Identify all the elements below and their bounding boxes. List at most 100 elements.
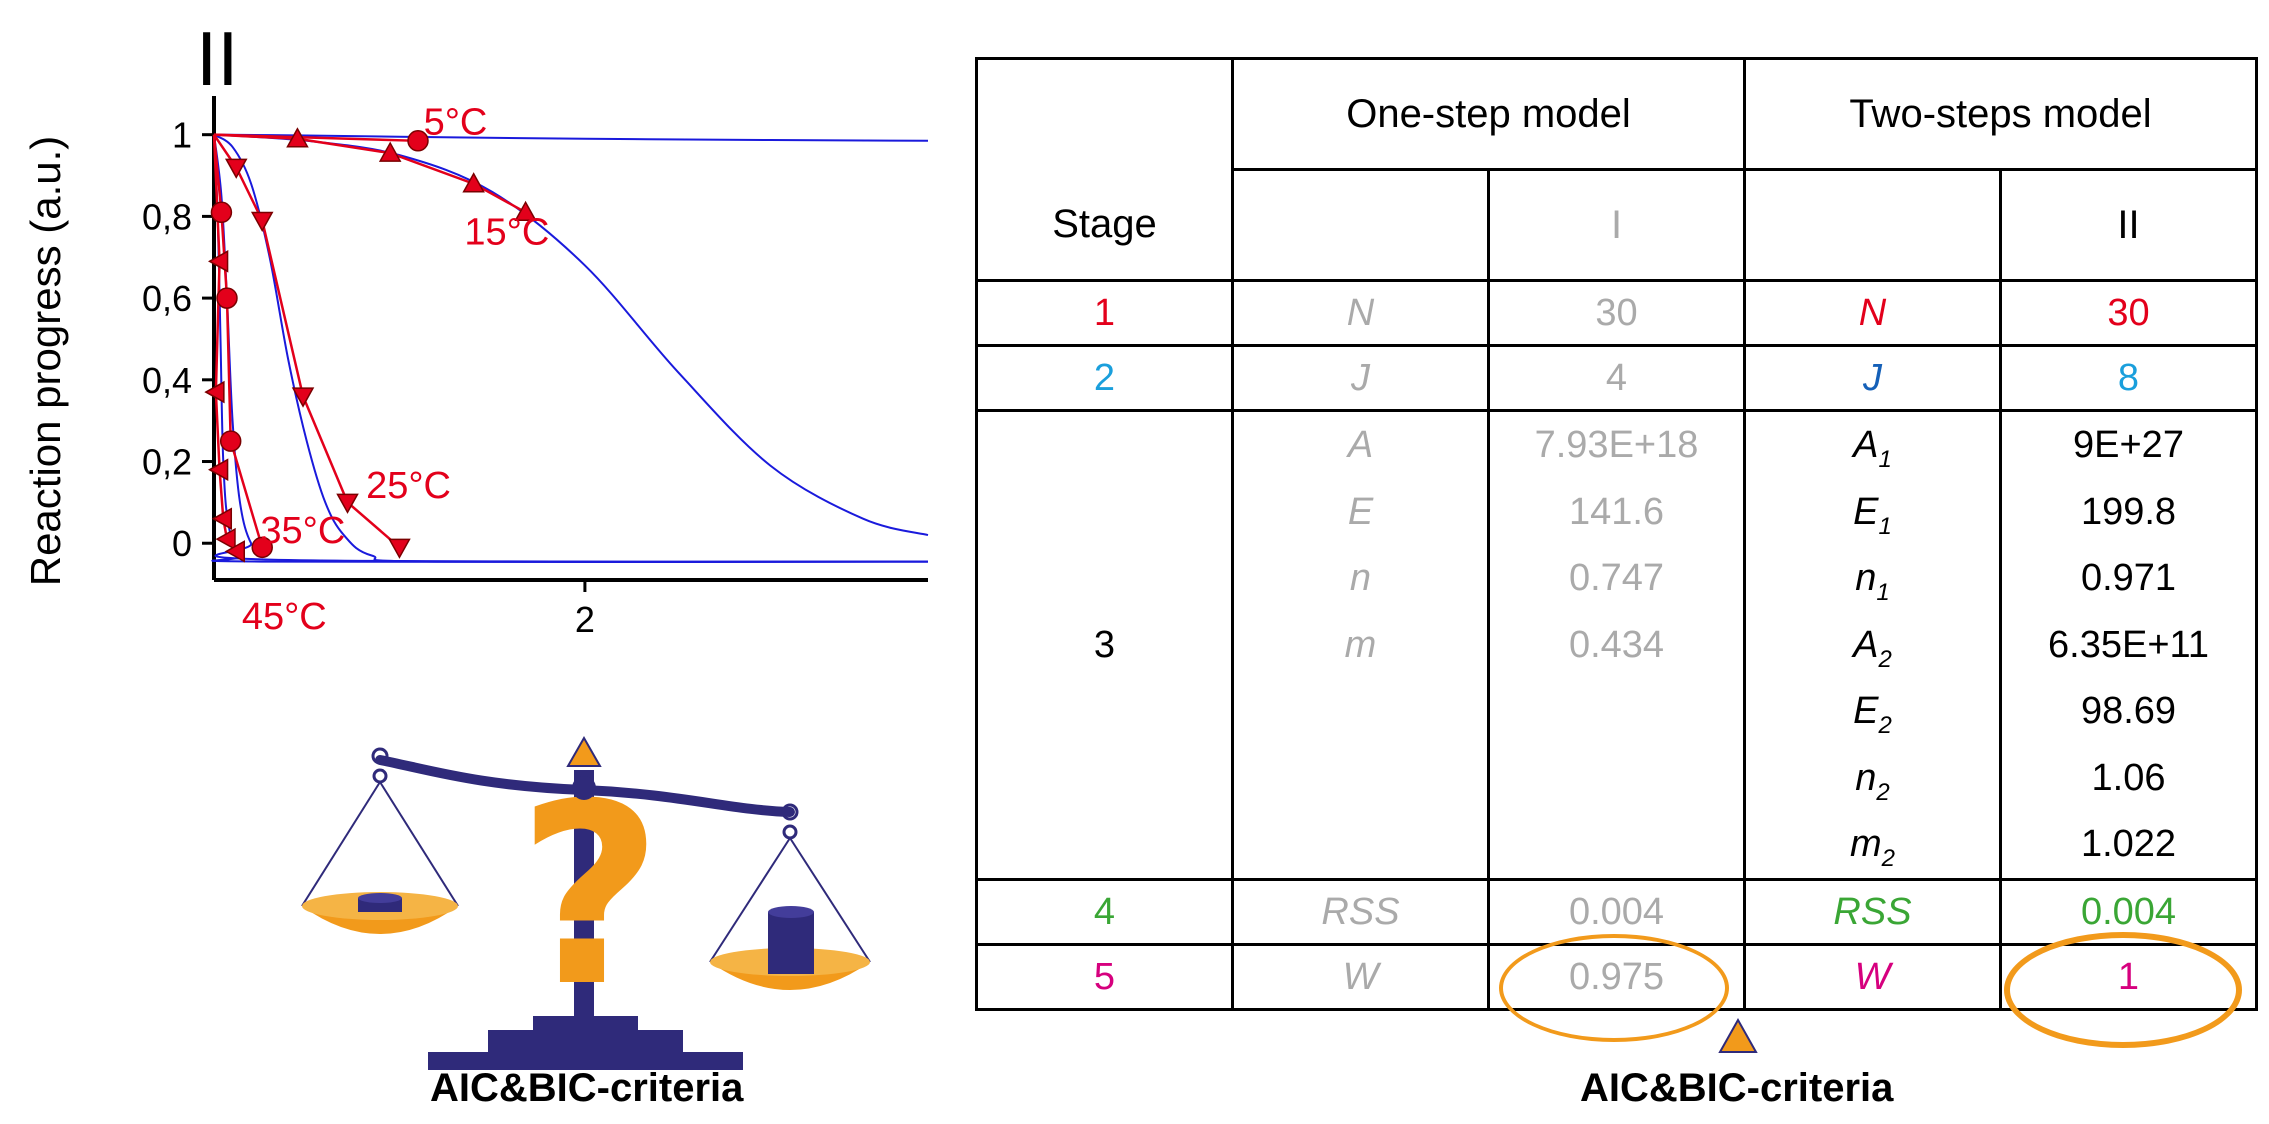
- data-point: [219, 430, 242, 452]
- y-tick-label: 0: [172, 523, 192, 564]
- data-point: [208, 250, 229, 273]
- y-tick-label: 0,2: [142, 442, 192, 483]
- y-tick-label: 0,8: [142, 196, 192, 237]
- two-steps-header: Two-steps model: [1743, 57, 2258, 171]
- value-cell: 30: [1999, 279, 2258, 347]
- data-point: [286, 127, 309, 148]
- data-point: [211, 507, 233, 530]
- data-point: [388, 538, 411, 559]
- value-item: 98.69: [2080, 690, 2177, 732]
- data-point: [291, 387, 315, 408]
- data-point: [224, 540, 246, 563]
- data-point: [208, 458, 229, 481]
- value-item: 141.6: [1568, 490, 1665, 533]
- param-item: A: [1347, 424, 1374, 466]
- data-point: [336, 493, 359, 514]
- param-cell: W: [1743, 943, 2002, 1011]
- fit-curve: [213, 133, 929, 537]
- x-tick-label: 2: [575, 599, 595, 640]
- value-cell: 8: [1999, 344, 2258, 412]
- table-row: 1 N 30 N 30: [975, 279, 2258, 347]
- highlight-ellipse-two-steps: [2004, 932, 2242, 1048]
- scale-pillar: [574, 770, 594, 1020]
- stage-label: Stage: [975, 169, 1234, 282]
- param-cell: N: [1743, 279, 2002, 347]
- scale-base-top: [533, 1016, 638, 1032]
- panel-label: II: [196, 18, 239, 102]
- one-step-header: One-step model: [1231, 57, 1746, 171]
- data-line: [213, 133, 527, 214]
- two-steps-values: 9E+27 199.8 0.971 6.35E+11 98.69 1.06 1.022: [1999, 409, 2258, 881]
- param-item: E2: [1853, 690, 1892, 739]
- param-item: n2: [1855, 756, 1890, 806]
- param-cell: RSS: [1231, 878, 1490, 946]
- balance-scale-illustration: ?: [301, 735, 871, 1070]
- param-cell: J: [1231, 344, 1490, 412]
- highlight-ellipse-one-step: [1499, 934, 1729, 1042]
- data-point: [462, 172, 485, 193]
- param-cell: N: [1231, 279, 1490, 347]
- data-point: [224, 158, 248, 179]
- stage-cell: 1: [975, 279, 1234, 347]
- data-point: [210, 201, 233, 224]
- value-item: 199.8: [2080, 490, 2177, 533]
- value-item: 0.971: [2080, 557, 2177, 599]
- value-cell: 0.004: [1487, 878, 1746, 946]
- series-label: 25°C: [366, 465, 451, 507]
- data-point: [251, 536, 273, 559]
- one-step-model-id: I: [1487, 168, 1746, 282]
- data-point: [204, 380, 225, 404]
- param-item: A1: [1853, 424, 1892, 473]
- fit-curve: [213, 133, 929, 142]
- value-item: 7.93E+18: [1534, 424, 1699, 466]
- data-point: [216, 287, 238, 309]
- series-label: 15°C: [464, 212, 549, 254]
- stage-cell: 2: [975, 344, 1234, 412]
- param-cell: J: [1743, 344, 2002, 412]
- value-cell: 30: [1487, 279, 1746, 347]
- param-item: n1: [1855, 557, 1890, 606]
- criteria-label-right: AIC&BIC-criteria: [1580, 1066, 1894, 1110]
- table-row: 2 J 4 J 8: [975, 344, 2258, 412]
- pointer-triangle-icon: [1718, 1017, 1758, 1053]
- beam-pivot: [572, 776, 596, 800]
- data-point: [407, 130, 429, 152]
- data-point: [378, 141, 402, 162]
- param-item: m2: [1849, 823, 1895, 872]
- param-item: E: [1347, 490, 1374, 533]
- param-item: m: [1344, 623, 1377, 666]
- large-weight: [768, 912, 814, 974]
- data-point: [250, 211, 274, 233]
- data-point: [215, 527, 236, 551]
- stage-cell: 4: [975, 878, 1234, 946]
- two-steps-model-id: II: [1999, 168, 2258, 282]
- table-row: 4 RSS 0.004 RSS 0.004: [975, 878, 2258, 946]
- data-point: [514, 200, 537, 222]
- scale-base-bottom: [428, 1052, 743, 1070]
- y-tick-label: 0,4: [142, 360, 192, 401]
- y-tick-label: 1: [172, 115, 192, 156]
- series-label: 5°C: [424, 101, 488, 143]
- criteria-label-left: AIC&BIC-criteria: [430, 1066, 744, 1110]
- y-tick-label: 0,6: [142, 278, 192, 319]
- value-item: 6.35E+11: [2048, 623, 2209, 666]
- stage-cell: 3: [975, 409, 1234, 881]
- param-cell: RSS: [1743, 878, 2002, 946]
- kinetics-chart: 1 0,8 0,6 0,4 0,2 0 2 Reaction progress (a.u.) 5…: [22, 96, 929, 640]
- series-label: 35°C: [260, 510, 345, 552]
- value-item: 1.06: [2091, 756, 2166, 799]
- value-cell: 4: [1487, 344, 1746, 412]
- value-item: 1.022: [2080, 823, 2177, 865]
- value-item: 9E+27: [2073, 424, 2184, 466]
- stage-cell: 5: [975, 943, 1234, 1011]
- param-cell: W: [1231, 943, 1490, 1011]
- param-item: A2: [1853, 623, 1892, 673]
- value-item: 0.434: [1568, 623, 1665, 666]
- param-item: E1: [1853, 490, 1892, 540]
- y-axis-label: Reaction progress (a.u.): [22, 136, 69, 587]
- pointer-triangle-icon: [566, 735, 602, 767]
